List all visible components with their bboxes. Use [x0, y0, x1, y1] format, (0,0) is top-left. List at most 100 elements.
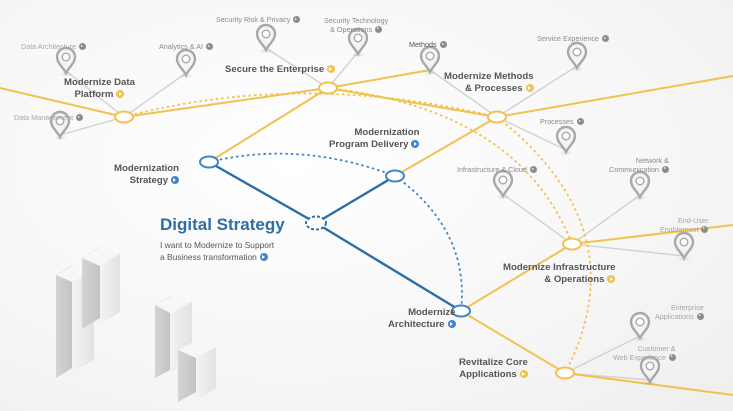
- leaf-label: Processes: [540, 117, 574, 126]
- hub-modernize-architecture[interactable]: Modernize Architecture: [388, 307, 456, 330]
- blue-dotted-arcs: [208, 152, 463, 312]
- hub-label: Strategy: [129, 174, 169, 186]
- hub-label: & Operations: [544, 273, 605, 285]
- leaf-analytics-ai[interactable]: Analytics & AI: [159, 42, 213, 52]
- leaf-label: Enablement: [660, 224, 699, 234]
- leaf-label: Security Risk & Privacy: [216, 15, 291, 24]
- hub-label: Modernization: [114, 163, 180, 174]
- leaf-label: Enterprise: [671, 303, 704, 312]
- arrow-circle-icon[interactable]: [205, 43, 213, 50]
- leaf-label: & Operations: [330, 24, 373, 34]
- arrow-circle-icon[interactable]: [607, 274, 616, 283]
- hub-revitalize-core[interactable]: Revitalize Core Applications: [459, 357, 528, 380]
- location-pin-icon: [175, 48, 197, 79]
- subtitle-line: I want to Modernize to Support: [160, 240, 275, 250]
- station-markers: [114, 81, 582, 380]
- arrow-circle-icon[interactable]: [576, 118, 584, 125]
- leaf-network-communication[interactable]: Network & Communication: [609, 156, 669, 174]
- leaf-label: Network &: [635, 156, 669, 165]
- leaf-label: Infrastructure & Cloud: [457, 165, 527, 174]
- location-pin-icon: [255, 23, 277, 54]
- leaf-processes[interactable]: Processes: [540, 117, 584, 127]
- hub-label: Modernization: [354, 127, 420, 138]
- diagram-subtitle: I want to Modernize to Support a Busines…: [160, 239, 274, 263]
- arrow-circle-icon[interactable]: [293, 16, 301, 23]
- arrow-circle-icon[interactable]: [79, 43, 87, 50]
- location-pin-icon: [673, 231, 695, 262]
- leaf-label: Communication: [609, 164, 659, 174]
- hub-label: Program Delivery: [329, 138, 409, 150]
- arrow-circle-icon[interactable]: [259, 253, 268, 262]
- arrow-circle-icon[interactable]: [171, 175, 180, 184]
- leaf-infrastructure-cloud[interactable]: Infrastructure & Cloud: [457, 165, 537, 175]
- leaf-enterprise-apps[interactable]: Enterprise Applications: [655, 303, 704, 321]
- location-pin-icon: [49, 110, 71, 141]
- arrow-circle-icon[interactable]: [375, 25, 383, 33]
- location-pins: [49, 23, 695, 386]
- arrow-circle-icon[interactable]: [525, 83, 534, 92]
- hub-label: Architecture: [388, 318, 445, 330]
- location-pin-icon: [629, 170, 651, 201]
- leaf-methods[interactable]: Methods: [409, 40, 447, 50]
- hub-label: Secure the Enterprise: [225, 64, 325, 75]
- hub-secure-enterprise[interactable]: Secure the Enterprise: [225, 64, 336, 76]
- hub-program-delivery[interactable]: Modernization Program Delivery: [329, 127, 420, 150]
- leaf-label: Data Architecture: [21, 42, 77, 51]
- arrow-circle-icon[interactable]: [668, 353, 676, 361]
- arrow-circle-icon[interactable]: [76, 114, 84, 121]
- arrow-circle-icon[interactable]: [601, 35, 609, 42]
- hub-label: & Processes: [464, 82, 523, 94]
- leaf-label: Web Experience: [613, 352, 666, 362]
- hub-modernize-methods[interactable]: Modernize Methods & Processes: [444, 71, 534, 94]
- leaf-security-risk[interactable]: Security Risk & Privacy: [216, 15, 301, 25]
- hub-label: Applications: [459, 368, 517, 380]
- arrow-circle-icon[interactable]: [116, 89, 125, 98]
- blue-lines: [208, 160, 462, 313]
- arrow-circle-icon[interactable]: [696, 312, 704, 320]
- hub-modernization-strategy[interactable]: Modernization Strategy: [114, 163, 180, 186]
- leaf-label: Analytics & AI: [159, 42, 203, 51]
- leaf-label: Data Management: [14, 113, 74, 122]
- leaf-end-user[interactable]: End-User Enablement: [660, 216, 709, 234]
- leaf-label: Service Experience: [537, 34, 599, 43]
- leaf-label: Security Technology: [324, 16, 389, 25]
- arrow-circle-icon[interactable]: [529, 166, 537, 173]
- location-pin-icon: [566, 41, 588, 72]
- hub-label: Modernize Methods: [444, 71, 534, 82]
- hub-label: Platform: [74, 88, 114, 100]
- diagram-title: Digital Strategy: [160, 215, 285, 234]
- arrow-circle-icon[interactable]: [661, 165, 669, 173]
- location-pin-icon: [55, 46, 77, 77]
- arrow-circle-icon[interactable]: [701, 225, 709, 233]
- location-pin-icon: [347, 27, 369, 58]
- hub-modernize-data-platform[interactable]: Modernize Data Platform: [64, 77, 135, 100]
- arrow-circle-icon[interactable]: [439, 41, 447, 48]
- leaf-security-tech[interactable]: Security Technology & Operations: [324, 16, 389, 34]
- leaf-data-architecture[interactable]: Data Architecture: [21, 42, 87, 52]
- arrow-circle-icon[interactable]: [327, 65, 336, 73]
- hub-label: Modernize Data: [64, 77, 135, 88]
- hub-label: Modernize: [408, 307, 456, 318]
- leaf-label: Applications: [655, 311, 694, 321]
- leaf-data-management[interactable]: Data Management: [14, 113, 84, 123]
- leaf-customer-web[interactable]: Customer & Web Experience: [613, 344, 676, 362]
- leaf-label: Customer &: [637, 344, 676, 353]
- hub-label: Modernize Infrastructure: [503, 262, 616, 273]
- arrow-circle-icon[interactable]: [519, 369, 528, 378]
- subtitle-line: a Business transformation: [160, 252, 257, 263]
- arrow-circle-icon[interactable]: [411, 139, 420, 148]
- building-block-icon: [56, 245, 120, 378]
- location-pin-icon: [629, 311, 651, 342]
- hub-infrastructure-operations[interactable]: Modernize Infrastructure & Operations: [503, 262, 616, 285]
- location-pin-icon: [419, 45, 441, 76]
- location-pin-icon: [639, 355, 661, 386]
- leaf-label: Methods: [409, 40, 437, 49]
- arrow-circle-icon[interactable]: [447, 319, 456, 328]
- leaf-connector-lines: [59, 47, 685, 381]
- leaf-service-experience[interactable]: Service Experience: [537, 34, 609, 44]
- hub-label: Revitalize Core: [459, 357, 528, 368]
- leaf-label: End-User: [678, 216, 709, 225]
- location-pin-icon: [555, 125, 577, 156]
